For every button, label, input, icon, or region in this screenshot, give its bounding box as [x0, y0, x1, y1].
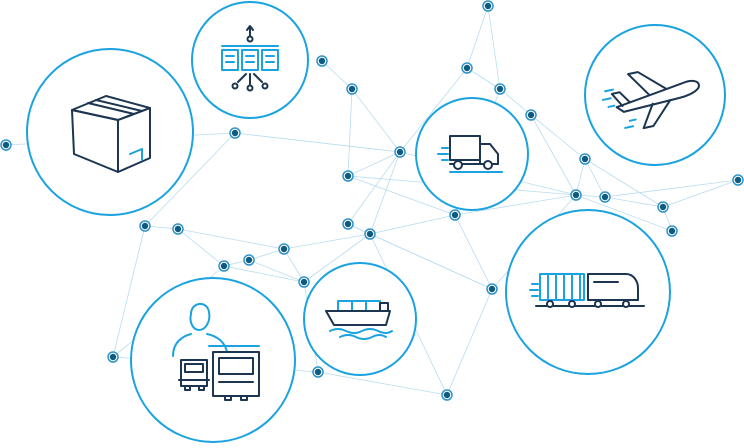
- network-node: [482, 0, 494, 12]
- network-node: [229, 127, 241, 139]
- network-node: [342, 218, 354, 230]
- train-circle: [505, 209, 671, 375]
- airplane-circle: [584, 24, 726, 166]
- network-node: [312, 366, 324, 378]
- network-link: [454, 194, 577, 216]
- network-node: [525, 109, 537, 121]
- network-link: [662, 179, 739, 208]
- network-node: [316, 55, 328, 67]
- network-link: [234, 132, 401, 153]
- network-link: [347, 151, 401, 177]
- network-link: [604, 196, 664, 208]
- network-link: [177, 228, 225, 267]
- cargo-ship-icon: [325, 300, 393, 340]
- network-link: [530, 114, 577, 196]
- network-node: [486, 283, 498, 295]
- network-node: [461, 62, 473, 74]
- network-node: [666, 225, 678, 237]
- network-link: [351, 88, 401, 153]
- network-node: [441, 389, 453, 401]
- network-link: [321, 60, 353, 90]
- package-box-icon: [71, 95, 151, 173]
- network-link: [466, 5, 489, 69]
- package-circle: [26, 48, 194, 216]
- network-link: [283, 248, 305, 283]
- network-link: [575, 158, 586, 196]
- driver-trucks-icon: [172, 303, 260, 401]
- freight-train-icon: [529, 273, 645, 308]
- network-link: [177, 228, 285, 250]
- network-node: [579, 153, 591, 165]
- distribution-icon: [221, 25, 279, 92]
- network-link: [347, 88, 353, 177]
- airplane-icon: [601, 71, 700, 130]
- network-link: [530, 114, 586, 160]
- network-node: [243, 254, 255, 266]
- network-node: [0, 139, 12, 151]
- network-link: [248, 248, 285, 261]
- network-link: [604, 179, 739, 198]
- network-link: [369, 214, 456, 235]
- network-node: [172, 223, 184, 235]
- network-link: [499, 88, 532, 116]
- network-link: [584, 158, 606, 198]
- network-link: [487, 5, 501, 90]
- delivery-truck-icon: [437, 135, 503, 173]
- network-node: [278, 243, 290, 255]
- network-lines: [5, 5, 739, 396]
- network-link: [283, 233, 371, 250]
- driver-circle: [130, 277, 296, 443]
- network-link: [454, 214, 493, 290]
- network-link: [317, 371, 448, 396]
- network-node: [139, 220, 151, 232]
- network-node: [107, 351, 119, 363]
- network-link: [303, 233, 371, 283]
- network-nodes: [0, 0, 744, 401]
- network-node: [494, 83, 506, 95]
- network-link: [369, 151, 401, 235]
- network-node: [732, 174, 744, 186]
- network-node: [570, 189, 582, 201]
- network-link: [144, 132, 236, 227]
- network-link: [248, 259, 305, 283]
- ship-circle: [303, 262, 417, 376]
- network-node: [449, 209, 461, 221]
- network-node: [346, 83, 358, 95]
- network-node: [599, 191, 611, 203]
- network-node: [298, 276, 310, 288]
- network-link: [112, 225, 146, 358]
- network-link: [399, 67, 468, 153]
- network-link: [575, 194, 673, 232]
- network-link: [466, 67, 501, 90]
- network-node: [364, 228, 376, 240]
- truck-circle: [415, 97, 529, 211]
- network-link: [347, 151, 401, 225]
- network-node: [218, 260, 230, 272]
- network-node: [394, 146, 406, 158]
- network-link: [347, 175, 456, 216]
- network-link: [446, 288, 493, 396]
- network-node: [342, 170, 354, 182]
- network-link: [584, 158, 664, 208]
- network-link: [223, 265, 305, 283]
- distribution-circle: [191, 1, 309, 119]
- network-node: [657, 201, 669, 213]
